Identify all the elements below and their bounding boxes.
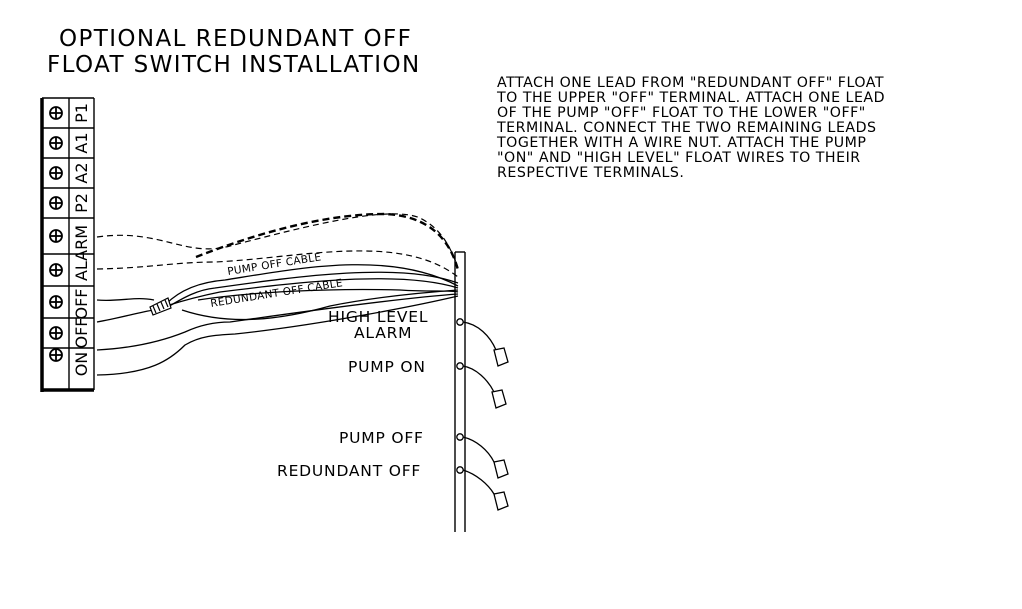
diagram-title-line1: OPTIONAL REDUNDANT OFF [59, 26, 412, 52]
alarm-dashed-leads [96, 213, 459, 278]
instruction-line: RESPECTIVE TERMINALS. [497, 165, 684, 181]
pump-off-cable-label: PUMP OFF CABLE [227, 251, 323, 278]
terminal-screw-icon [49, 326, 63, 340]
float-pole [454, 251, 466, 532]
terminal-label-p1: P1 [72, 103, 91, 123]
instruction-line: TOGETHER WITH A WIRE NUT. ATTACH THE PUM… [496, 135, 866, 151]
pump-off-float-icon [456, 433, 509, 479]
terminal-label-a1: A1 [72, 132, 91, 153]
terminal-label-p2: P2 [72, 193, 91, 213]
terminal-screw-icon [49, 106, 63, 120]
terminal-screw-icon [49, 348, 63, 362]
terminal-screw-icon [49, 166, 63, 180]
terminal-label-on: ON [72, 352, 91, 377]
redundant-off-float-label: REDUNDANT OFF [277, 462, 421, 480]
terminal-screw-icon [49, 263, 63, 277]
terminal-screw-icon [49, 295, 63, 309]
instruction-line: TO THE UPPER "OFF" TERMINAL. ATTACH ONE … [496, 90, 885, 106]
terminal-screws [49, 106, 63, 362]
pump-on-float-icon [456, 362, 507, 409]
terminal-label-a2: A2 [72, 162, 91, 183]
cable-wires [96, 264, 459, 376]
high-level-float-icon [456, 318, 509, 367]
terminal-screw-icon [49, 136, 63, 150]
pump-off-float-label: PUMP OFF [339, 429, 424, 447]
wire-nut-icon [149, 297, 172, 316]
instructions-note: ATTACH ONE LEAD FROM "REDUNDANT OFF" FLO… [496, 75, 885, 181]
high-level-alarm-label-line1: HIGH LEVEL [328, 308, 428, 326]
diagram-title-line2: FLOAT SWITCH INSTALLATION [47, 52, 421, 78]
terminal-label-off-upper: OFF [72, 289, 91, 320]
instruction-line: TERMINAL. CONNECT THE TWO REMAINING LEAD… [496, 120, 877, 136]
terminal-screw-icon [49, 196, 63, 210]
redundant-off-cable-label: REDUNDANT OFF CABLE [210, 277, 344, 310]
instruction-line: OF THE PUMP "OFF" FLOAT TO THE LOWER "OF… [497, 105, 866, 121]
float-switches [456, 318, 509, 511]
high-level-alarm-label-line2: ALARM [354, 324, 412, 342]
instruction-line: ATTACH ONE LEAD FROM "REDUNDANT OFF" FLO… [497, 75, 884, 91]
instruction-line: "ON" AND "HIGH LEVEL" FLOAT WIRES TO THE… [497, 150, 861, 166]
redundant-off-float-icon [456, 466, 509, 511]
high-level-cable-top [195, 212, 460, 271]
terminal-screw-icon [49, 229, 63, 243]
terminal-dividers [42, 127, 94, 349]
pump-on-float-label: PUMP ON [348, 358, 426, 376]
terminal-label-alarm: ALARM [72, 225, 91, 281]
terminal-label-off-lower: OFF [72, 318, 91, 349]
terminal-labels: P1 A1 A2 P2 ALARM OFF OFF ON [72, 103, 91, 376]
terminal-strip [40, 97, 95, 392]
